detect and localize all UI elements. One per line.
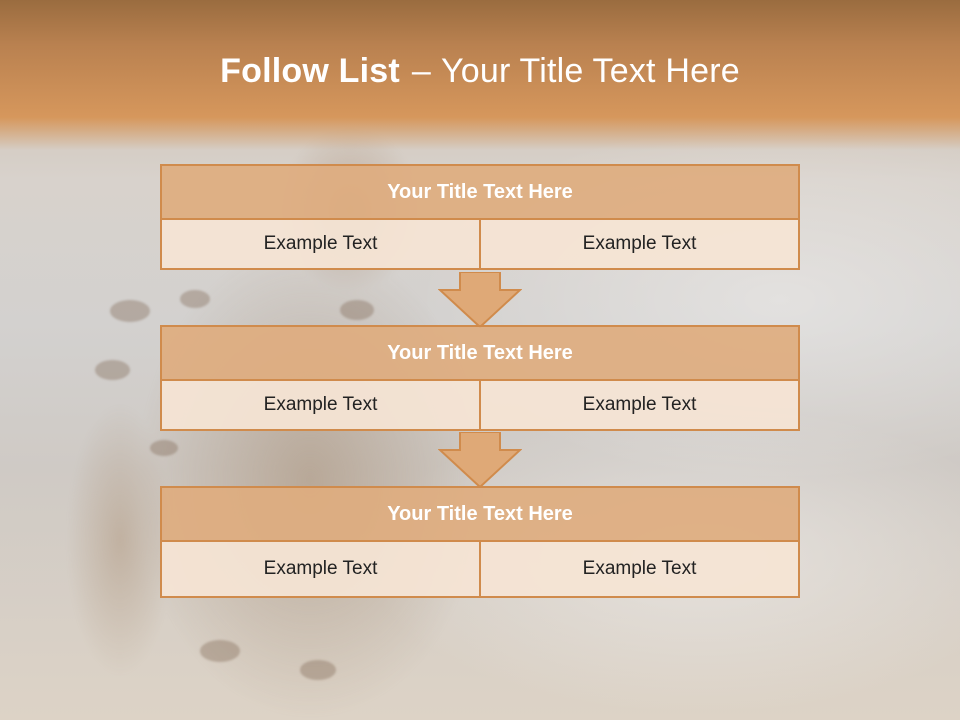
stage-title: Your Title Text Here — [160, 486, 800, 542]
stage-item: Example Text — [263, 558, 378, 579]
stage-title: Your Title Text Here — [160, 164, 800, 220]
slide-title-separator: – — [411, 52, 432, 90]
stage-items-row: Example Text Example Text — [160, 220, 800, 270]
stage-item: Example Text — [263, 394, 378, 415]
stage-block-2: Your Title Text Here Example Text Exampl… — [160, 325, 800, 431]
down-arrow-icon — [438, 432, 522, 488]
stage-items-row: Example Text Example Text — [160, 542, 800, 598]
stage-title: Your Title Text Here — [160, 325, 800, 381]
slide-title: Follow List–Your Title Text Here — [0, 52, 960, 91]
stage-item: Example Text — [479, 220, 798, 268]
stage-item: Example Text — [479, 381, 798, 429]
stage-block-1: Your Title Text Here Example Text Exampl… — [160, 164, 800, 270]
stage-block-3: Your Title Text Here Example Text Exampl… — [160, 486, 800, 598]
slide-title-rest: Your Title Text Here — [441, 52, 740, 90]
header-band — [0, 0, 960, 150]
stage-item: Example Text — [479, 542, 798, 596]
stage-items-row: Example Text Example Text — [160, 381, 800, 431]
stage-item: Example Text — [263, 233, 378, 254]
slide-title-bold: Follow List — [220, 52, 400, 90]
down-arrow-icon — [438, 272, 522, 328]
